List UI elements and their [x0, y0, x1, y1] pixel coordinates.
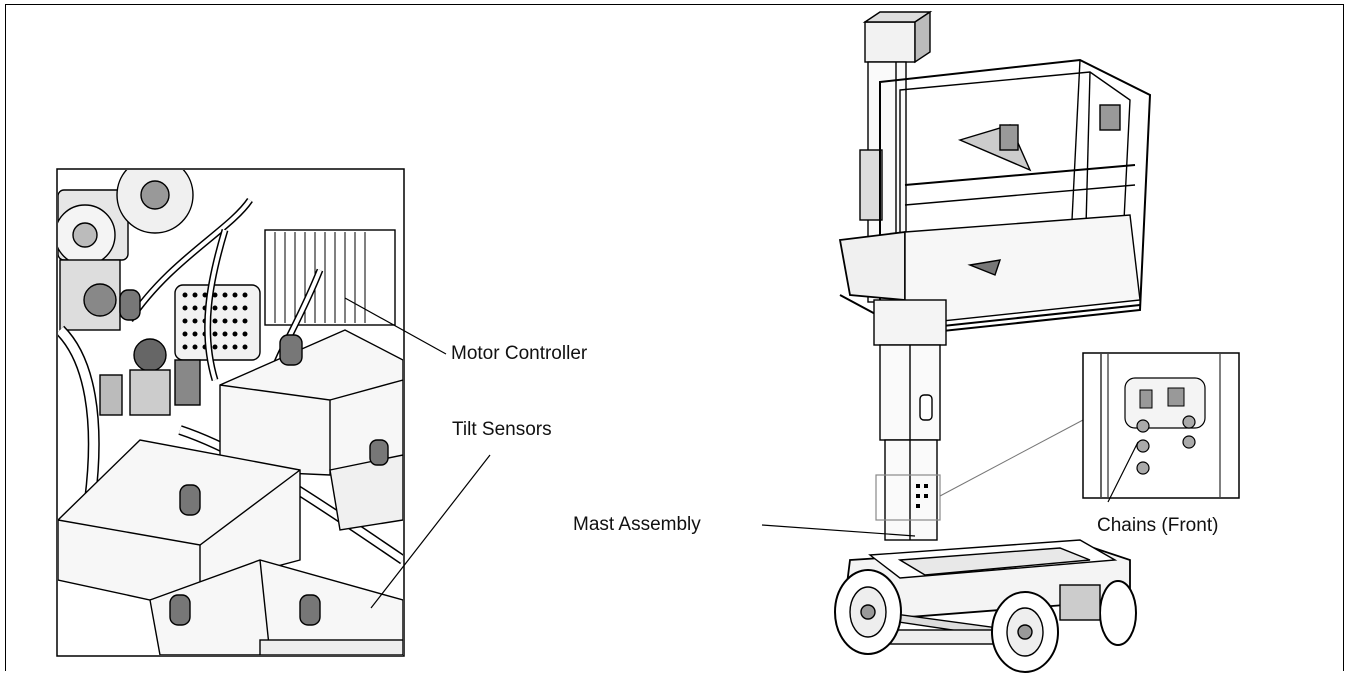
leader-lines — [344, 297, 1139, 609]
leader-tilt-sensors — [370, 454, 491, 609]
leader-mast-assembly — [761, 524, 916, 537]
leader-chains-front — [1107, 441, 1139, 503]
battery-compartment-detail-icon — [56, 168, 405, 657]
label-tilt-sensors: Tilt Sensors — [452, 419, 552, 440]
label-mast-assembly: Mast Assembly — [573, 514, 701, 535]
leader-motor-controller — [344, 297, 447, 355]
label-motor-controller: Motor Controller — [451, 343, 588, 364]
label-chains-front: Chains (Front) — [1097, 515, 1219, 536]
figure-frame — [5, 4, 1344, 671]
vertical-mast-lift-icon — [834, 10, 1152, 673]
chain-detail-inset-icon — [939, 352, 1240, 499]
